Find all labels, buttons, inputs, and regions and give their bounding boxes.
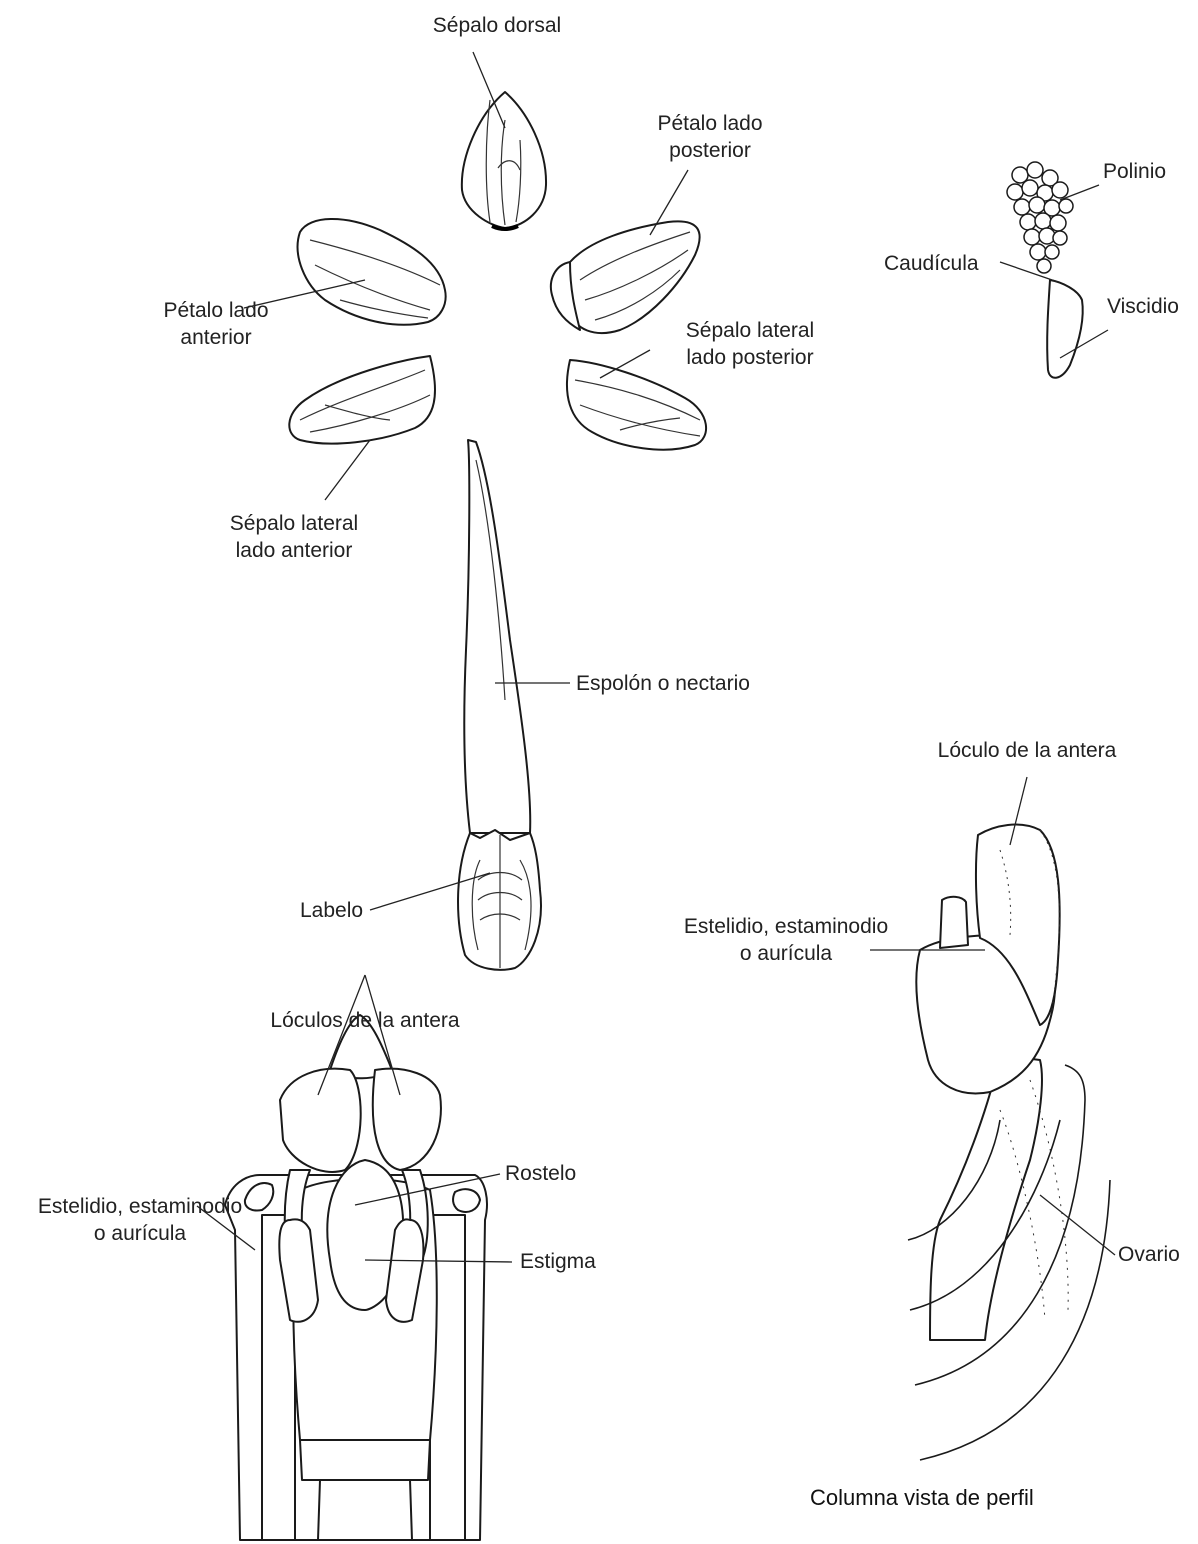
label-caudicula: Caudícula bbox=[884, 250, 979, 277]
figure-caption: Columna vista de perfil bbox=[810, 1485, 1034, 1511]
label-loculo-antera: Lóculo de la antera bbox=[938, 737, 1117, 764]
label-estigma: Estigma bbox=[520, 1248, 596, 1275]
label-estelidio-left: Estelidio, estaminodio o aurícula bbox=[38, 1193, 242, 1247]
label-loculos-antera: Lóculos de la antera bbox=[270, 1007, 459, 1034]
posterior-petal bbox=[551, 221, 700, 333]
label-sepalo-dorsal: Sépalo dorsal bbox=[433, 12, 561, 39]
label-sepalo-lateral-posterior-line1: Sépalo lateral bbox=[686, 317, 814, 344]
label-labelo: Labelo bbox=[300, 897, 363, 924]
label-petalo-anterior-line1: Pétalo lado bbox=[163, 297, 268, 324]
label-estelidio-left-line2: o aurícula bbox=[38, 1220, 242, 1247]
label-sepalo-lateral-anterior-line2: lado anterior bbox=[230, 537, 358, 564]
column-profile bbox=[908, 825, 1110, 1460]
label-ovario: Ovario bbox=[1118, 1241, 1180, 1268]
label-petalo-posterior-line1: Pétalo lado bbox=[657, 110, 762, 137]
label-sepalo-lateral-posterior-line2: lado posterior bbox=[686, 344, 814, 371]
column-front bbox=[225, 1015, 487, 1540]
pollinium bbox=[1007, 162, 1083, 378]
label-estelidio-right: Estelidio, estaminodio o aurícula bbox=[684, 913, 888, 967]
label-estelidio-right-line2: o aurícula bbox=[684, 940, 888, 967]
label-petalo-anterior: Pétalo lado anterior bbox=[163, 297, 268, 351]
label-estelidio-right-line1: Estelidio, estaminodio bbox=[684, 913, 888, 940]
label-viscidio: Viscidio bbox=[1107, 293, 1179, 320]
label-polinio: Polinio bbox=[1103, 158, 1166, 185]
spur-nectary bbox=[464, 440, 530, 833]
label-petalo-anterior-line2: anterior bbox=[163, 324, 268, 351]
anterior-lateral-sepal bbox=[289, 356, 435, 444]
label-espolon: Espolón o nectario bbox=[576, 670, 750, 697]
label-rostelo: Rostelo bbox=[505, 1160, 576, 1187]
dorsal-sepal bbox=[462, 92, 546, 229]
labellum bbox=[458, 830, 541, 970]
label-sepalo-lateral-anterior: Sépalo lateral lado anterior bbox=[230, 510, 358, 564]
label-estelidio-left-line1: Estelidio, estaminodio bbox=[38, 1193, 242, 1220]
anterior-petal bbox=[298, 219, 446, 325]
label-sepalo-lateral-anterior-line1: Sépalo lateral bbox=[230, 510, 358, 537]
label-petalo-posterior-line2: posterior bbox=[657, 137, 762, 164]
label-petalo-posterior: Pétalo lado posterior bbox=[657, 110, 762, 164]
label-sepalo-lateral-posterior: Sépalo lateral lado posterior bbox=[686, 317, 814, 371]
posterior-lateral-sepal bbox=[567, 360, 706, 450]
